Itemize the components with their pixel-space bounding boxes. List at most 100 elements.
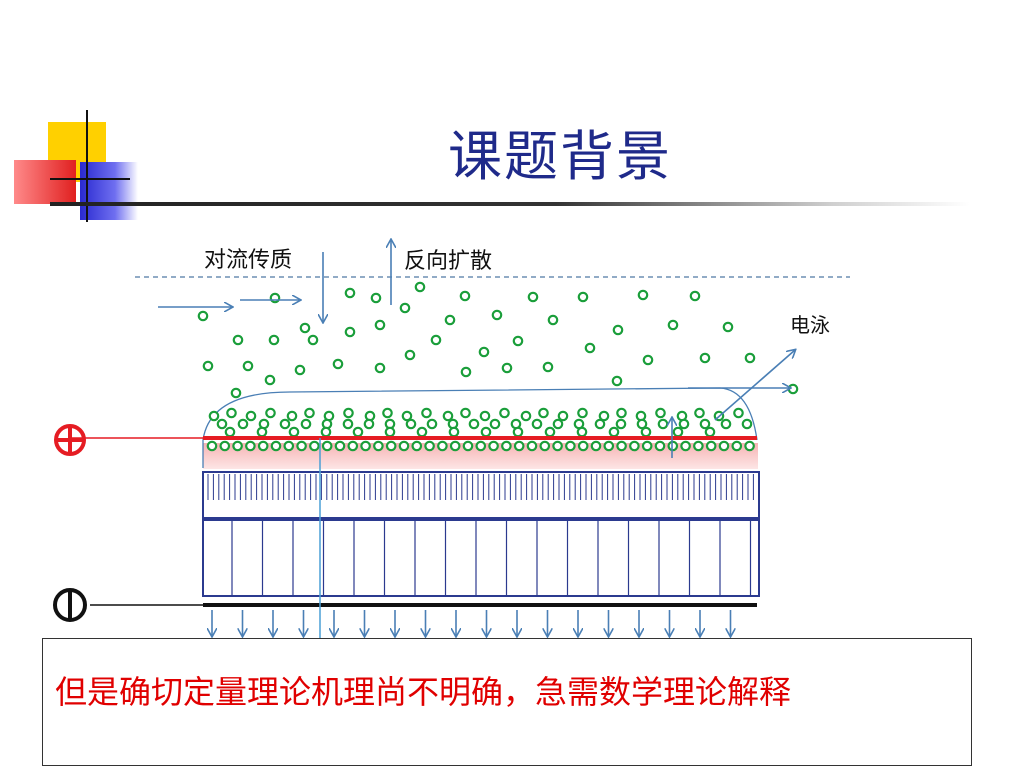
particle — [577, 291, 589, 303]
anode-symbol-icon — [54, 424, 86, 456]
particle — [526, 440, 538, 452]
particle — [226, 407, 237, 419]
particle — [279, 418, 291, 430]
particle — [615, 418, 627, 430]
particle — [374, 319, 386, 331]
particle — [642, 354, 654, 366]
particle — [636, 418, 648, 430]
particle — [385, 440, 397, 452]
particle — [488, 440, 499, 452]
particle — [294, 364, 306, 376]
particle — [245, 440, 256, 452]
particle — [224, 426, 236, 438]
page-title: 课题背景 — [448, 125, 672, 188]
red-square — [14, 160, 76, 204]
particle — [641, 440, 653, 452]
particle — [360, 440, 371, 452]
particle — [459, 290, 471, 302]
particle — [590, 440, 602, 452]
particle — [206, 440, 218, 452]
particle — [576, 426, 588, 438]
particle — [616, 440, 627, 452]
particle — [242, 360, 254, 372]
particle — [654, 440, 666, 452]
particle-group — [197, 281, 799, 452]
flow-arrows — [158, 240, 795, 640]
electrophoresis-label: 电泳 — [790, 313, 830, 337]
particle — [296, 440, 307, 452]
particle — [411, 440, 423, 452]
particle — [538, 407, 549, 419]
particle — [513, 440, 525, 452]
particle — [202, 360, 214, 372]
particle — [309, 440, 320, 452]
particle — [594, 418, 606, 430]
particle — [704, 426, 716, 438]
particle — [448, 426, 460, 438]
particle — [344, 287, 356, 299]
particle — [444, 314, 456, 326]
particle — [299, 322, 311, 334]
particle — [667, 319, 679, 331]
membrane-support-layer — [202, 519, 760, 597]
particle — [491, 309, 503, 321]
particle — [373, 440, 384, 452]
particle — [787, 383, 799, 395]
particle — [480, 426, 492, 438]
particle — [577, 407, 588, 419]
note-text: 但是确切定量理论机理尚不明确，急需数学理论解释 — [55, 673, 792, 711]
particle — [699, 352, 711, 364]
particle — [672, 426, 684, 438]
particle — [404, 349, 416, 361]
particle — [449, 440, 461, 452]
particle — [399, 302, 411, 314]
particle — [232, 334, 244, 346]
particle — [421, 407, 432, 419]
particle — [539, 440, 551, 452]
particle — [733, 407, 744, 419]
cathode-symbol-icon — [53, 588, 87, 622]
particle — [489, 418, 501, 430]
particle — [430, 334, 442, 346]
particle — [693, 440, 704, 452]
particle — [584, 342, 596, 354]
particle — [426, 418, 438, 430]
particle — [256, 426, 268, 438]
particle — [552, 440, 563, 452]
particle — [689, 290, 701, 302]
particle — [468, 418, 480, 430]
particle — [334, 440, 346, 452]
particle — [694, 407, 705, 419]
particle — [398, 440, 410, 452]
particle — [437, 440, 448, 452]
particle — [744, 352, 756, 364]
particle — [321, 440, 333, 452]
particle — [527, 291, 539, 303]
particle — [307, 334, 319, 346]
particle — [501, 362, 513, 374]
particle — [657, 418, 669, 430]
particle — [542, 361, 554, 373]
particle — [288, 426, 300, 438]
particle — [416, 426, 428, 438]
note-box: 但是确切定量理论机理尚不明确，急需数学理论解释 — [42, 638, 972, 766]
particle — [565, 440, 576, 452]
particle — [520, 410, 532, 422]
particle — [370, 292, 382, 304]
particle — [603, 440, 615, 452]
particle — [286, 410, 298, 422]
particle — [744, 440, 755, 452]
particle — [320, 426, 332, 438]
particle — [344, 326, 356, 338]
electrophoresis-arrow-1 — [714, 350, 795, 421]
vertical-rule — [86, 110, 88, 222]
particle — [304, 407, 315, 419]
particle — [720, 418, 732, 430]
particle — [342, 418, 354, 430]
particle — [264, 374, 276, 386]
particle — [705, 440, 717, 452]
particle — [637, 289, 649, 301]
particle — [475, 440, 487, 452]
particle — [640, 426, 652, 438]
